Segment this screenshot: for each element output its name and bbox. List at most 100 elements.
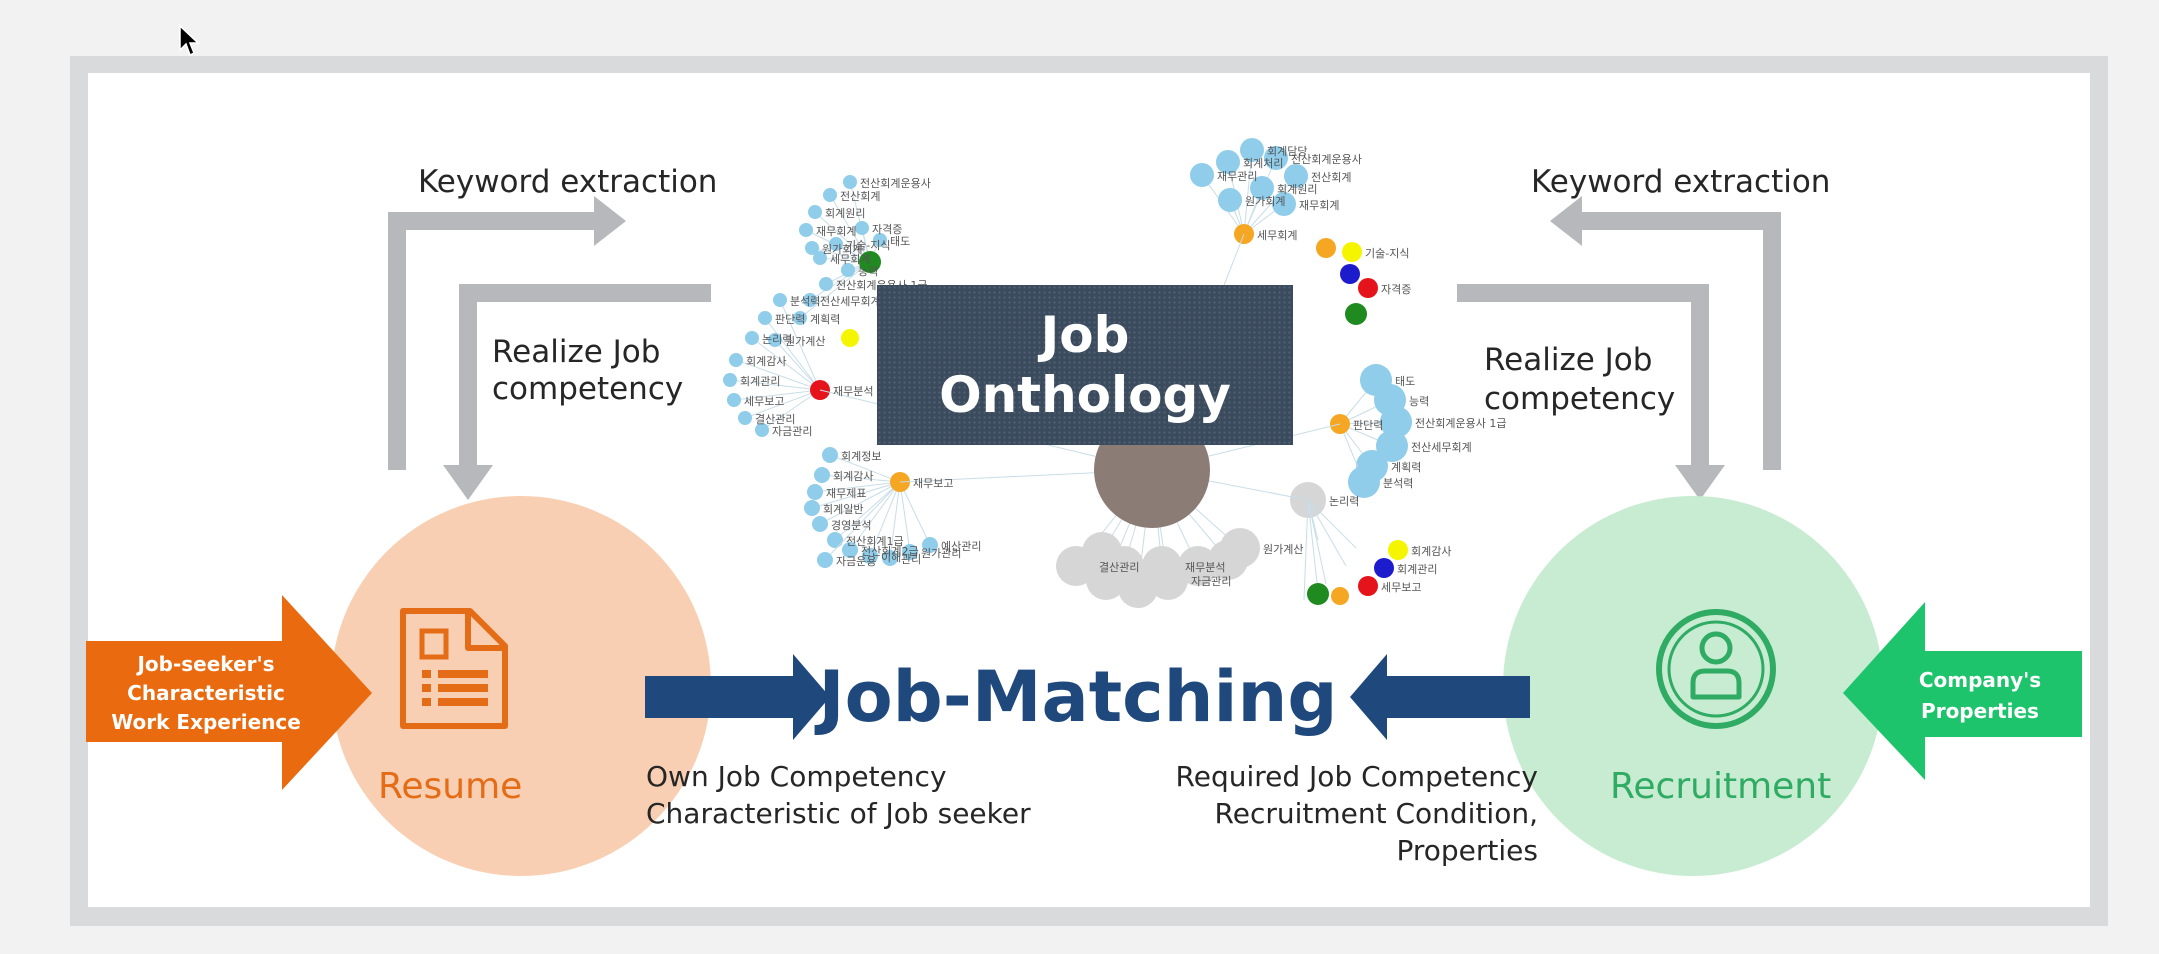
ontology-edge (1303, 499, 1309, 601)
ontology-node (1376, 430, 1408, 462)
ontology-edge (761, 389, 821, 431)
ontology-node-label: 원가계산 (785, 335, 826, 348)
ontology-node-label: 회계정보 (841, 450, 882, 463)
ontology-edge (729, 379, 821, 391)
ontology-node (873, 233, 887, 247)
ontology-node-label: 재무분석 (1185, 561, 1226, 574)
ontology-node (902, 544, 918, 560)
ontology-node-red (1358, 576, 1378, 596)
ontology-node-label: 경영분석 (831, 519, 872, 532)
ontology-node (882, 550, 898, 566)
ontology-node-label: 전산회계 (840, 190, 881, 203)
ontology-node (768, 333, 782, 347)
ontology-edge (869, 481, 901, 557)
right-caption-line2: Recruitment Condition, (1214, 797, 1538, 830)
ontology-node-label: 세무보고 (1381, 581, 1422, 594)
ontology-node-label: 분석력 (790, 295, 821, 308)
jobseeker-banner-line2: Characteristic (127, 681, 285, 705)
ontology-edge (811, 481, 901, 509)
jobseeker-banner-arrow (86, 595, 372, 790)
ontology-edge (814, 481, 901, 493)
ontology-node (1250, 176, 1274, 200)
ontology-node (813, 251, 827, 265)
ontology-edge (829, 454, 901, 483)
ontology-edge (824, 481, 901, 561)
ontology-node-label: 논리력 (762, 333, 793, 346)
ontology-node (922, 537, 938, 553)
left-keyword-extraction-label: Keyword extraction (418, 164, 718, 200)
ontology-node-label: 전산회계1급 (846, 535, 904, 548)
ontology-node (1264, 146, 1288, 170)
ontology-node (773, 293, 787, 307)
ontology-node-label: 원가회계 (1245, 195, 1286, 208)
ontology-node-label: 회계원리 (825, 207, 866, 220)
ontology-node-label: 예산관리 (941, 540, 982, 553)
ontology-node-red (1358, 278, 1378, 298)
left-realize-line2: competency (492, 371, 684, 407)
ontology-node (842, 542, 858, 558)
ontology-edge (889, 481, 901, 559)
ontology-node-label: 자격증 (872, 223, 903, 236)
ontology-node-label: 세무회계 (830, 253, 871, 266)
ontology-node-label: 태도 (1395, 375, 1416, 388)
ontology-node (803, 293, 817, 307)
company-banner-arrow (1843, 602, 2082, 780)
right-realize-line1: Realize Job (1484, 342, 1653, 378)
ontology-node-label: 계획력 (810, 313, 841, 326)
ontology-edge (733, 389, 821, 401)
ontology-node (1240, 138, 1264, 162)
ontology-node-label: 재무회계 (1299, 199, 1340, 212)
ontology-edge (764, 317, 821, 391)
ontology-edge (809, 261, 871, 301)
ontology-node (819, 277, 833, 291)
ontology-node (827, 532, 843, 548)
ontology-node-label: 세무회계 (1257, 229, 1298, 242)
right-keyword-extraction-label: Keyword extraction (1531, 164, 1831, 200)
ontology-title-line1: Job (1040, 306, 1130, 364)
ontology-node-label: 회계담당 (1267, 145, 1308, 158)
ontology-edge (899, 481, 931, 546)
ontology-node (843, 175, 857, 189)
ontology-node (758, 311, 772, 325)
resume-document-icon (400, 608, 508, 729)
left-competency-arrow (443, 284, 711, 500)
ontology-edge (779, 299, 821, 391)
ontology-node-label: 기술-지식 (1365, 247, 1410, 260)
ontology-node-label: 자금관리 (772, 425, 813, 438)
ontology-node-label: 원가계산 (1263, 543, 1304, 556)
right-caption-line3: Properties (1396, 834, 1538, 867)
ontology-edge (751, 337, 821, 391)
company-banner-line2: Properties (1921, 699, 2039, 723)
ontology-node (805, 241, 819, 255)
ontology-node-label: 재무회계 (816, 225, 857, 238)
mouse-cursor-icon (179, 24, 200, 57)
ontology-edge (1307, 499, 1357, 549)
ontology-node (1284, 164, 1308, 188)
ontology-node-label: 전산회계운용사 (1291, 153, 1362, 166)
ontology-node-label: 결산관리 (1099, 561, 1140, 574)
ontology-edge (744, 389, 821, 419)
ontology-node-label: 논리력 (1329, 495, 1360, 508)
ontology-node (727, 393, 741, 407)
ontology-node (1218, 188, 1242, 212)
ontology-node-label: 능력 (1409, 395, 1430, 408)
ontology-node-label: 회계감사 (833, 470, 874, 483)
ontology-node-label: 회계관리 (740, 375, 781, 388)
ontology-node (1348, 466, 1380, 498)
ontology-node-label: 전산회계2급 (861, 545, 919, 558)
jobseeker-banner-line1: Job-seeker's (137, 652, 275, 676)
ontology-node (738, 411, 752, 425)
ontology-title-box: Job Onthology (877, 285, 1293, 445)
ontology-node (755, 423, 769, 437)
ontology-node (808, 205, 822, 219)
ontology-node-label: 세무보고 (744, 395, 785, 408)
ontology-node-label: 재무관리 (1217, 170, 1258, 183)
left-keyword-arrow (388, 196, 626, 470)
ontology-node (793, 311, 807, 325)
ontology-node-label: 재무제표 (826, 487, 867, 500)
ontology-node (1216, 150, 1240, 174)
ontology-node-label: 전산세무회계 (820, 295, 881, 308)
ontology-node (823, 188, 837, 202)
ontology-node-label: 결산관리 (755, 413, 796, 426)
